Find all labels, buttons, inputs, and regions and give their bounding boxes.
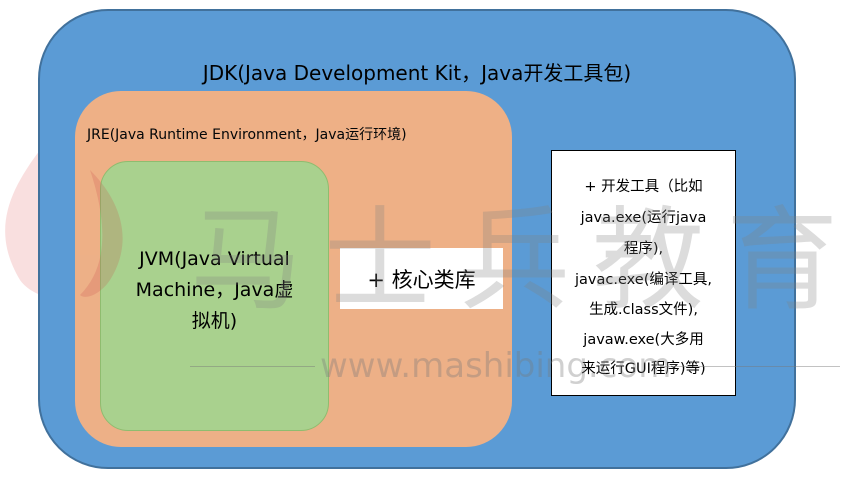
- dev-tools-line: javac.exe(编译工具,: [575, 272, 712, 288]
- dev-tools-line: + 开发工具（比如: [584, 179, 703, 195]
- core-library-label: + 核心类库: [367, 267, 476, 292]
- jdk-label: JDK(Java Development Kit，Java开发工具包): [202, 61, 632, 85]
- dev-tools-line: 来运行GUI程序)等): [581, 361, 706, 377]
- watermark-url: www.mashibing.com: [320, 346, 672, 386]
- dev-tools-line: 生成.class文件),: [589, 302, 698, 318]
- dev-tools-line: javaw.exe(大多用: [583, 332, 704, 348]
- core-library-box: + 核心类库: [340, 248, 503, 309]
- watermark-rule-left: [190, 366, 315, 367]
- dev-tools-line: java.exe(运行java: [580, 210, 707, 226]
- jvm-box: JVM(Java Virtual Machine，Java虚 拟机): [100, 161, 329, 431]
- watermark-rule-right: [660, 366, 840, 367]
- jvm-label-line: JVM(Java Virtual: [139, 248, 290, 270]
- watermark-url-row: www.mashibing.com: [190, 346, 840, 386]
- jvm-label-line: 拟机): [191, 310, 238, 332]
- jre-label: JRE(Java Runtime Environment，Java运行环境): [87, 127, 407, 143]
- dev-tools-line: 程序),: [623, 241, 664, 257]
- watermark-logo-overlay-icon: [80, 170, 123, 297]
- dev-tools-box: + 开发工具（比如 java.exe(运行java 程序), javac.exe…: [551, 150, 736, 396]
- watermark-text: 马士兵教育: [190, 196, 842, 326]
- jvm-label-line: Machine，Java虚: [135, 279, 294, 301]
- jvm-label: JVM(Java Virtual Machine，Java虚 拟机): [111, 244, 318, 337]
